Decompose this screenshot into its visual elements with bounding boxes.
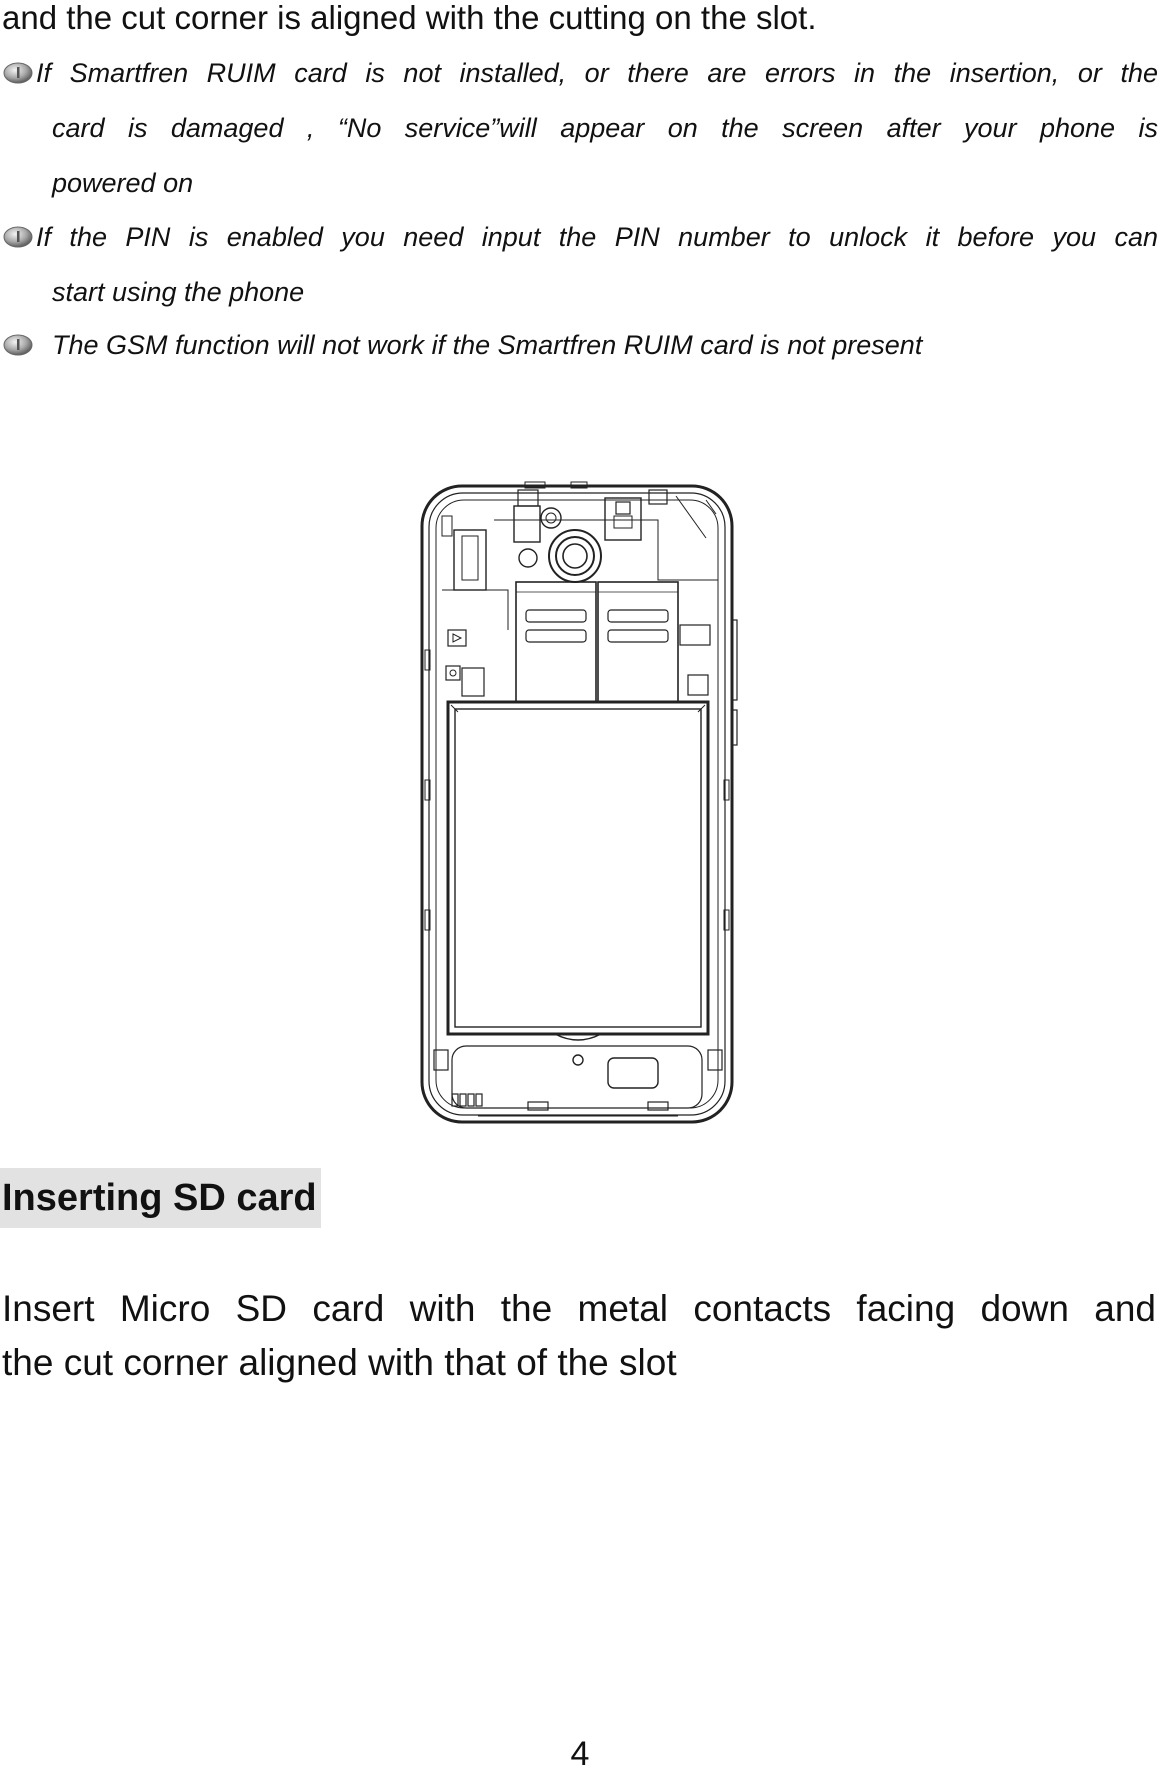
- note-item: The GSM function will not work if the Sm…: [0, 318, 1158, 373]
- body-line: the cut corner aligned with that of the …: [2, 1342, 677, 1383]
- note-line: If the PIN is enabled you need input the…: [36, 222, 1158, 252]
- phone-back-diagram: [420, 481, 738, 1124]
- lead-line: and the cut corner is aligned with the c…: [2, 0, 817, 36]
- note-item: If Smartfren RUIM card is not installed,…: [0, 46, 1158, 211]
- page-number: 4: [570, 1735, 590, 1773]
- body-paragraph: Insert Micro SD card with the metal cont…: [2, 1282, 1156, 1390]
- note-line: The GSM function will not work if the Sm…: [52, 330, 923, 360]
- info-bullet-icon: [3, 334, 33, 356]
- info-bullet-icon: [3, 226, 33, 248]
- section-heading: Inserting SD card: [0, 1168, 321, 1228]
- body-line: Insert Micro SD card with the metal cont…: [2, 1288, 1156, 1329]
- info-bullet-icon: [3, 62, 33, 84]
- note-line: If Smartfren RUIM card is not installed,…: [36, 58, 1158, 88]
- note-line: card is damaged , “No service”will appea…: [52, 113, 1158, 143]
- note-line: start using the phone: [52, 277, 305, 307]
- note-line: powered on: [52, 168, 194, 198]
- note-item: If the PIN is enabled you need input the…: [0, 210, 1158, 320]
